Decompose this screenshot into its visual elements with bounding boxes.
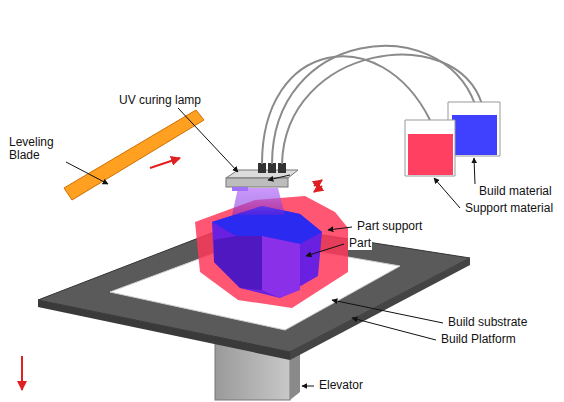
part-label: UV curing lamp <box>118 94 202 107</box>
material-containers <box>405 102 500 176</box>
part-label: Part <box>348 237 372 250</box>
motion-arrows <box>22 158 322 390</box>
leader-lines <box>66 108 475 386</box>
part-label: Leveling Blade <box>8 136 62 162</box>
part-label: Build material <box>478 185 553 198</box>
part-label: Part support <box>356 220 423 233</box>
part-label: Support material <box>464 202 554 215</box>
part-label: Build substrate <box>447 316 528 329</box>
part-label: Elevator <box>318 379 364 392</box>
part-label: Build Platform <box>440 333 517 346</box>
leveling-blade <box>64 110 204 200</box>
